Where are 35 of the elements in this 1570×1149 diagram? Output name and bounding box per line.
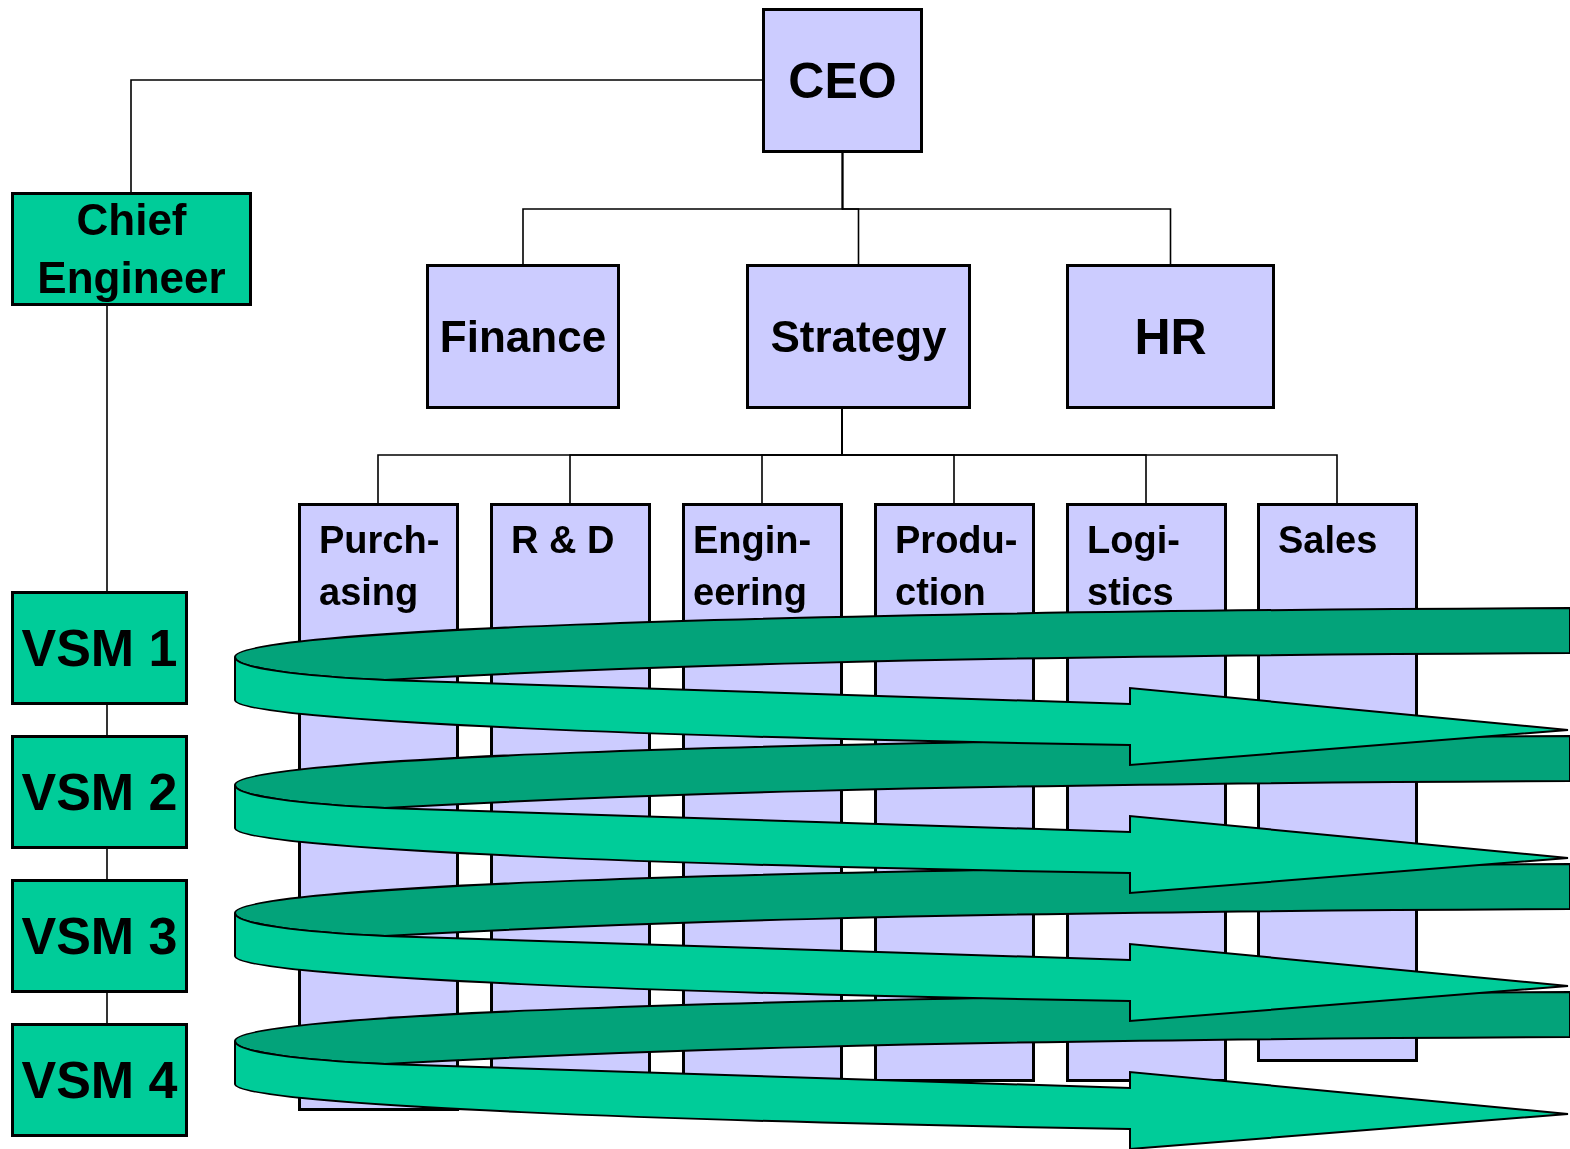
node-label: HR [1134, 307, 1207, 366]
node-label: Produ- ction [895, 518, 1019, 615]
connector-line [106, 704, 108, 736]
connector-line [130, 79, 763, 193]
org-box [1066, 264, 1275, 409]
node-label: Purch- asing [319, 518, 441, 615]
org-box [11, 192, 252, 306]
node-label: Strategy [770, 311, 947, 362]
org-box [426, 264, 620, 409]
connector-line [106, 848, 108, 880]
node-label: CEO [788, 51, 897, 110]
node-label: VSM 3 [21, 906, 178, 966]
department-column [298, 503, 459, 630]
department-column [1066, 503, 1227, 615]
node-label: Chief Engineer [36, 194, 227, 304]
department-column [682, 503, 843, 621]
node-label: Finance [439, 311, 607, 362]
org-box [762, 8, 923, 153]
department-column [490, 503, 651, 625]
value-stream-box [11, 735, 188, 849]
node-label: R & D [511, 518, 615, 563]
connector-line [106, 305, 108, 592]
value-stream-box [11, 879, 188, 993]
node-label: Engin- eering [693, 518, 813, 615]
node-label: VSM 1 [21, 618, 178, 678]
node-label: VSM 2 [21, 762, 178, 822]
value-stream-box [11, 591, 188, 705]
department-column [874, 503, 1035, 618]
node-label: VSM 4 [21, 1050, 178, 1110]
connector-line [106, 992, 108, 1024]
value-stream-box [11, 1023, 188, 1137]
node-label: Sales [1278, 518, 1378, 563]
connector-line [841, 152, 1172, 265]
node-label: Logi- stics [1087, 518, 1181, 615]
org-box [746, 264, 971, 409]
